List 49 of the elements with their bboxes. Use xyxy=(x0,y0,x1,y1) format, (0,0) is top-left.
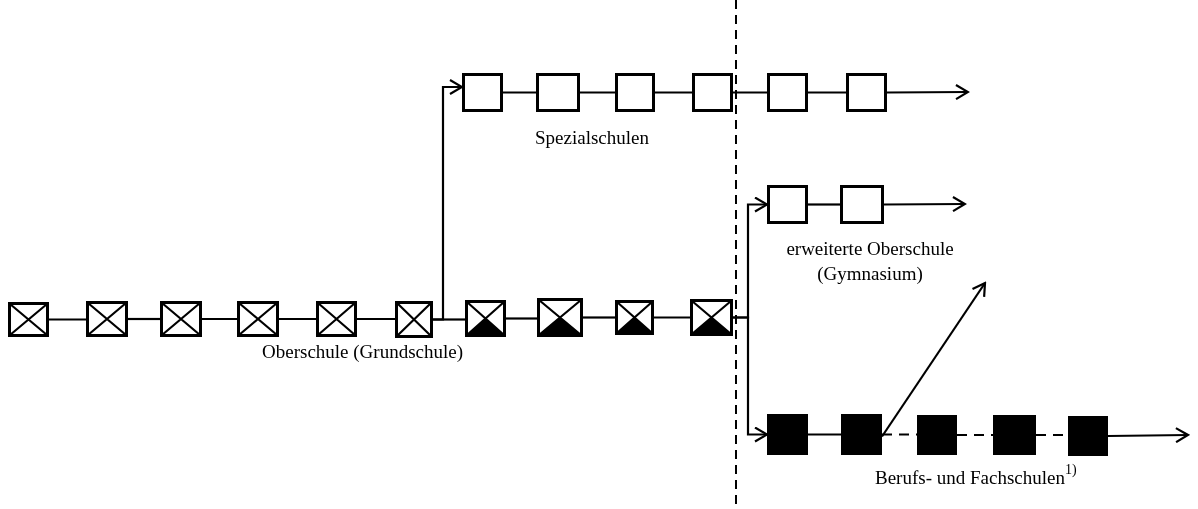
connector-line xyxy=(503,91,536,94)
arrow xyxy=(887,83,970,101)
empty-box xyxy=(767,185,808,224)
connector-line xyxy=(506,317,537,320)
arrow xyxy=(881,281,987,438)
connector-line xyxy=(808,91,846,94)
crossed-box xyxy=(395,301,433,338)
crossed-box xyxy=(8,302,49,337)
empty-box xyxy=(767,73,808,112)
connector-line xyxy=(957,433,993,437)
filled-box xyxy=(917,415,957,455)
group-label: Spezialschulen xyxy=(534,126,650,150)
half-filled-crossed-box xyxy=(537,298,583,337)
connector-line xyxy=(202,317,237,321)
connector-line xyxy=(357,317,395,321)
half-filled-crossed-box xyxy=(615,300,654,335)
group-label: Oberschule (Grundschule) xyxy=(262,340,463,364)
empty-box xyxy=(840,185,884,224)
half-filled-crossed-box xyxy=(690,299,733,336)
empty-box xyxy=(462,73,503,112)
connector-line xyxy=(733,91,767,94)
arrow xyxy=(1108,427,1190,444)
connector-line xyxy=(583,316,615,319)
crossed-box xyxy=(316,301,357,337)
filled-box xyxy=(767,414,808,455)
group-label: erweiterte Oberschule (Gymnasium) xyxy=(785,237,955,286)
connector-line xyxy=(808,203,840,206)
connector-line xyxy=(580,91,615,94)
connector-line xyxy=(279,317,316,321)
filled-box xyxy=(993,415,1036,455)
empty-box xyxy=(536,73,580,112)
empty-box xyxy=(846,73,887,112)
arrow xyxy=(884,195,967,213)
crossed-box xyxy=(160,301,202,337)
empty-box xyxy=(692,73,733,112)
empty-box xyxy=(615,73,655,112)
connector-line xyxy=(128,317,160,321)
crossed-box xyxy=(86,301,128,337)
arrow xyxy=(433,78,464,321)
filled-box xyxy=(1068,416,1108,456)
connector-line xyxy=(49,318,86,321)
connector-line xyxy=(654,316,690,319)
half-filled-crossed-box xyxy=(465,300,506,337)
arrow xyxy=(733,316,769,443)
connector-line xyxy=(808,433,841,436)
filled-box xyxy=(841,414,882,455)
group-label: Berufs- und Fachschulen$^{1)}$ xyxy=(875,466,1077,490)
connector-line xyxy=(655,91,692,94)
crossed-box xyxy=(237,301,279,337)
